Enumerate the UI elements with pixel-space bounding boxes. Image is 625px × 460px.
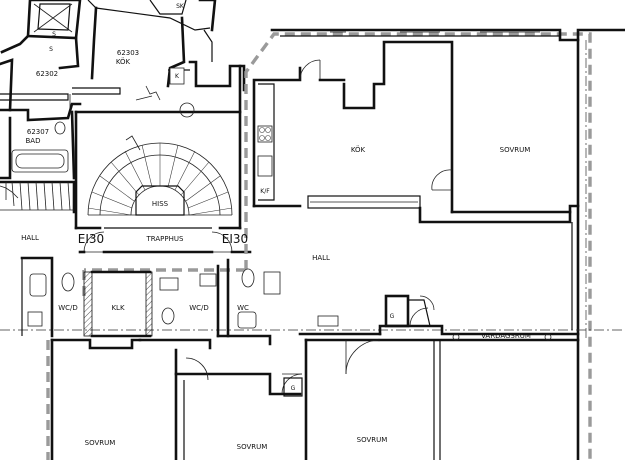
apartment-boundary — [46, 32, 592, 460]
door-sovrum-ne — [431, 169, 453, 191]
label-ei30-right: EI30 — [222, 232, 248, 246]
door-right-apartment — [211, 231, 233, 253]
vanity-wcd-mid — [199, 273, 217, 287]
label-trapphus: TRAPPHUS — [146, 235, 184, 243]
stair-neighbor — [0, 180, 76, 214]
label-sovrum-1: SOVRUM — [85, 439, 116, 447]
kitchen-counter — [307, 195, 421, 209]
label-wcd-mid: WC/D — [189, 304, 209, 312]
label-bad: BAD — [26, 137, 41, 145]
fixture-wcd — [159, 277, 179, 291]
labels: S S SK 62303 KÖK 62302 K 62307 BAD HISS … — [21, 3, 531, 451]
neighbor-apartment — [0, 0, 246, 214]
hatched-wall-wcd — [145, 271, 153, 337]
label-apt-62307: 62307 — [27, 128, 49, 136]
label-vardagsrum: VARDAGSRUM — [481, 332, 531, 340]
label-hall-w: HALL — [21, 234, 39, 242]
bathtub — [11, 149, 69, 173]
label-s-lower: S — [49, 46, 53, 53]
label-sovrum-3: SOVRUM — [357, 436, 388, 444]
radiator-hall — [263, 271, 281, 295]
door-kok-upper — [299, 59, 321, 81]
sink — [257, 155, 273, 177]
sink-wcd-left — [29, 273, 47, 297]
label-klk: KLK — [111, 304, 124, 312]
elevator-shaft — [135, 185, 185, 216]
label-apt-62302: 62302 — [36, 70, 58, 78]
sink-wc — [237, 311, 257, 329]
label-kf: K/F — [260, 188, 270, 195]
label-g-closet: G — [291, 385, 296, 392]
hatched-wall-klk — [83, 271, 93, 337]
label-hiss: HISS — [152, 200, 169, 208]
wardrobe-g — [384, 294, 410, 328]
label-wcd-left: WC/D — [58, 304, 78, 312]
label-sovrum-ne: SOVRUM — [500, 146, 531, 154]
label-g-wardrobe: G — [390, 313, 395, 320]
label-sk: SK — [176, 3, 185, 10]
shelf-hall — [317, 315, 339, 327]
fridge-k — [169, 67, 185, 85]
door-left-apartment — [83, 231, 105, 253]
closet-g — [283, 377, 303, 397]
stairwell — [74, 64, 252, 254]
label-kok-upper: KÖK — [116, 57, 131, 66]
stove — [257, 125, 273, 143]
toilet-wcd-left — [61, 272, 75, 292]
label-wc: WC — [237, 304, 249, 312]
label-s-top: S — [52, 31, 56, 38]
door-sovrum-3 — [345, 339, 381, 375]
main-apartment-walls — [0, 28, 625, 460]
shower-left — [27, 311, 43, 327]
stair-treads — [87, 143, 233, 216]
label-k-small: K — [175, 73, 180, 80]
label-ei30-left: EI30 — [78, 232, 104, 246]
label-hall-main: HALL — [312, 254, 330, 262]
toilet-wcd-mid — [161, 307, 175, 325]
label-kok-main: KÖK — [351, 145, 366, 154]
label-apt-62303: 62303 — [117, 49, 139, 57]
toilet-wc — [241, 268, 255, 288]
toilet-bad — [54, 121, 66, 135]
label-sovrum-2: SOVRUM — [237, 443, 268, 451]
wet-rooms — [20, 256, 339, 346]
